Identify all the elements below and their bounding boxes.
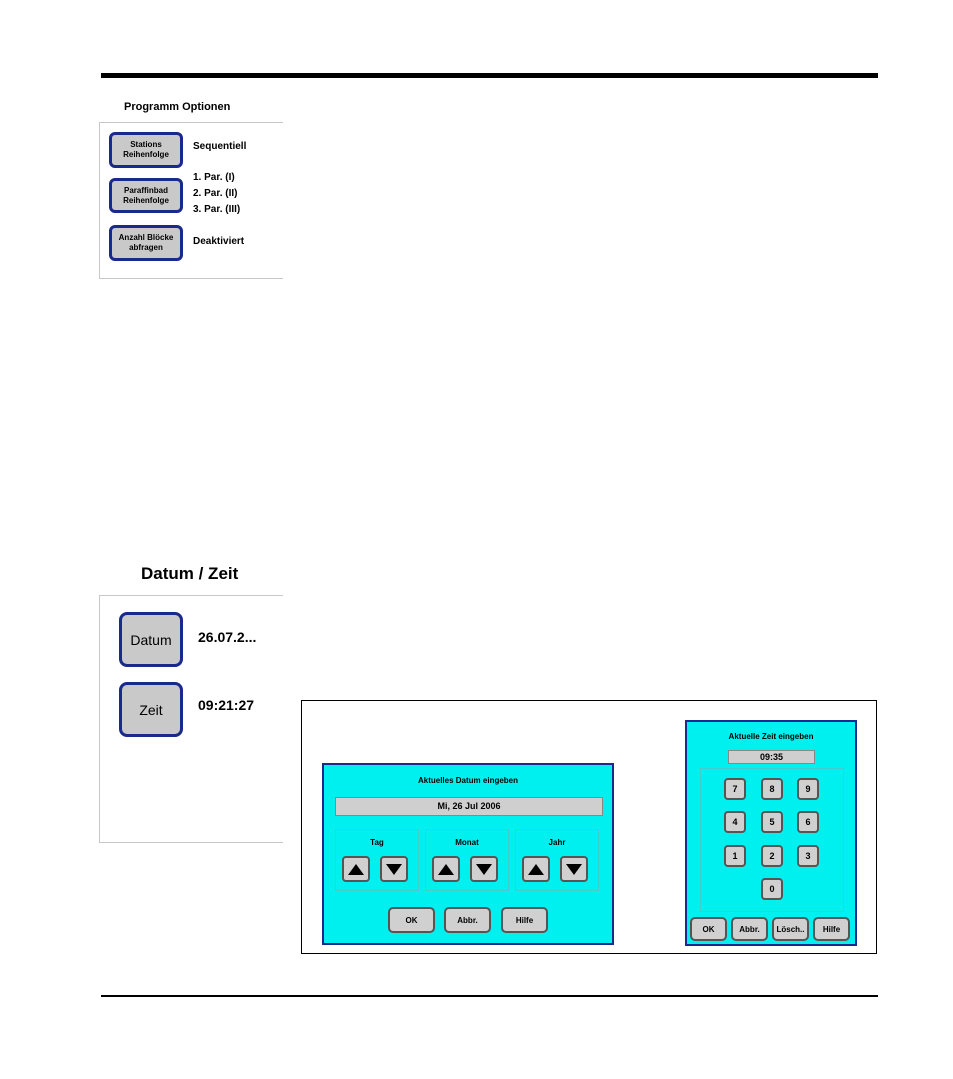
key-8[interactable]: 8 [761,778,783,800]
year-label: Jahr [548,838,566,847]
day-up-button[interactable] [342,856,370,882]
arrow-down-icon [566,863,582,875]
paraffin-order-label-1: Paraffinbad [123,185,168,195]
arrow-up-icon [528,863,544,875]
header-rule [101,73,878,78]
year-up-button[interactable] [522,856,550,882]
paraffin-order-value-3: 3. Par. (III) [193,204,241,215]
time-cancel-button[interactable]: Abbr. [731,917,768,941]
program-options-title: Programm Optionen [124,101,231,113]
time-value: 09:21:27 [198,697,255,713]
time-dialog: Aktuelle Zeit eingeben 09:35 7 8 9 4 5 6… [685,720,857,946]
keypad-group: 7 8 9 4 5 6 1 2 3 0 [700,768,844,912]
date-value: 26.07.2... [198,629,257,645]
time-button[interactable]: Zeit [119,682,183,737]
key-2[interactable]: 2 [761,845,783,867]
day-label: Tag [370,838,384,847]
date-cancel-button[interactable]: Abbr. [444,907,491,933]
paraffin-order-value-1: 1. Par. (I) [193,172,235,183]
time-help-button[interactable]: Hilfe [813,917,850,941]
year-down-button[interactable] [560,856,588,882]
arrow-down-icon [476,863,492,875]
station-order-label-1: Stations [130,140,162,149]
key-5[interactable]: 5 [761,811,783,833]
month-group: Monat [425,829,509,891]
key-0[interactable]: 0 [761,878,783,900]
key-9[interactable]: 9 [797,778,819,800]
paraffin-order-label-2: Reihenfolge [123,195,169,205]
time-dialog-title: Aktuelle Zeit eingeben [728,732,814,741]
key-3[interactable]: 3 [797,845,819,867]
paraffin-order-value-2: 2. Par. (II) [193,188,238,199]
time-display: 09:35 [728,750,815,764]
block-count-value: Deaktiviert [193,236,245,247]
arrow-down-icon [386,863,402,875]
key-7[interactable]: 7 [724,778,746,800]
date-dialog-title: Aktuelles Datum eingeben [417,776,519,785]
figure-frame: Aktuelles Datum eingeben Mi, 26 Jul 2006… [301,700,877,954]
date-dialog: Aktuelles Datum eingeben Mi, 26 Jul 2006… [322,763,614,945]
time-ok-button[interactable]: OK [690,917,727,941]
arrow-up-icon [438,863,454,875]
year-group: Jahr [515,829,599,891]
date-display: Mi, 26 Jul 2006 [335,797,603,816]
date-help-button[interactable]: Hilfe [501,907,548,933]
key-6[interactable]: 6 [797,811,819,833]
date-button[interactable]: Datum [119,612,183,667]
footer-rule [101,995,878,997]
key-1[interactable]: 1 [724,845,746,867]
date-time-title: Datum / Zeit [141,564,239,583]
month-up-button[interactable] [432,856,460,882]
day-down-button[interactable] [380,856,408,882]
key-4[interactable]: 4 [724,811,746,833]
day-group: Tag [335,829,419,891]
block-count-label-1: Anzahl Blöcke [118,233,174,242]
station-order-label-2: Reihenfolge [123,150,169,159]
arrow-up-icon [348,863,364,875]
time-clear-button[interactable]: Lösch.. [772,917,809,941]
date-ok-button[interactable]: OK [388,907,435,933]
station-order-value: Sequentiell [193,141,247,152]
date-time-panel: Datum 26.07.2... Zeit 09:21:27 [99,595,283,843]
month-label: Monat [455,838,479,847]
month-down-button[interactable] [470,856,498,882]
block-count-label-2: abfragen [129,243,163,252]
